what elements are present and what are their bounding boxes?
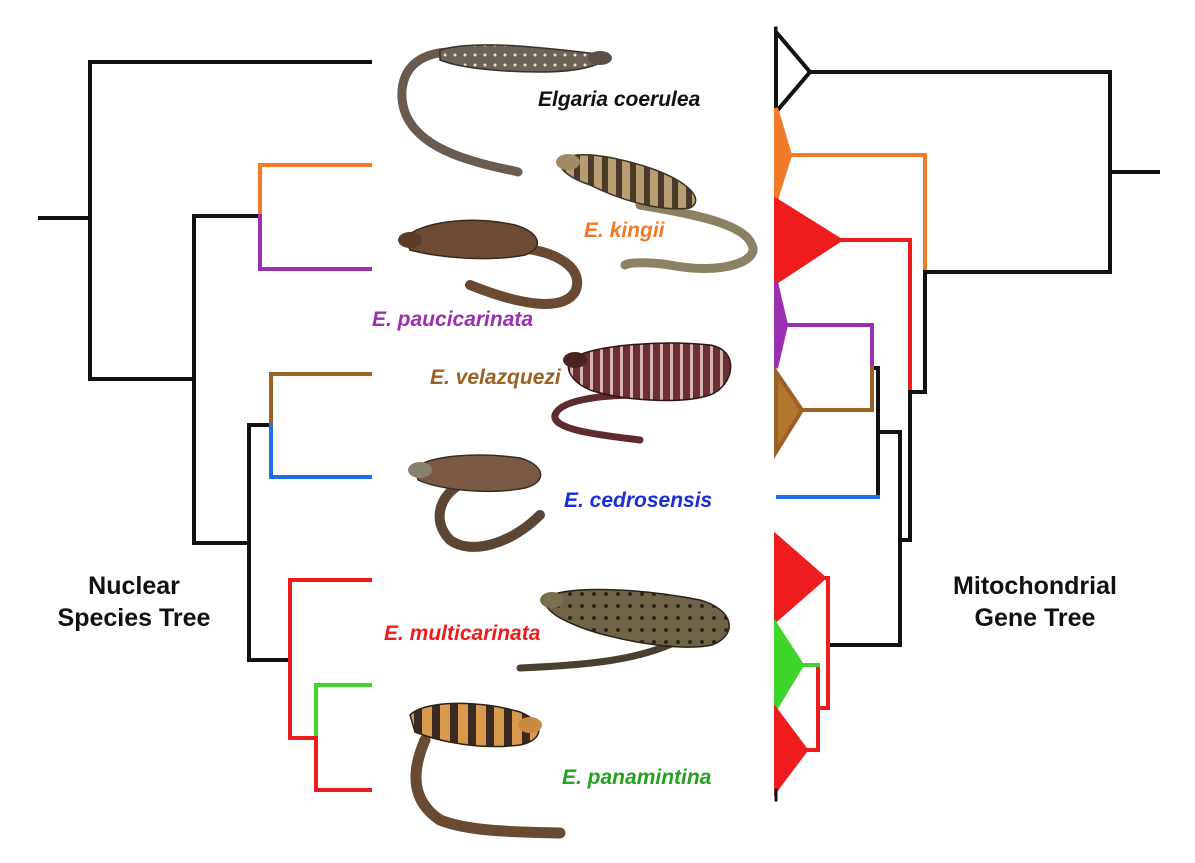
label-e-multicarinata: E. multicarinata (384, 622, 541, 645)
lizard-multicarinata-icon (516, 588, 730, 672)
label-e-cedrosensis: E. cedrosensis (564, 489, 713, 512)
clade-triangle-red-bottom (774, 704, 809, 796)
mitochondrial-gene-tree-title: Mitochondrial Gene Tree (935, 570, 1135, 634)
lizard-cedrosensis-icon (408, 454, 545, 552)
nuclear-title-line2: Species Tree (57, 604, 211, 632)
clade-triangle-kingii (774, 107, 793, 201)
mitochondrial-gene-tree (774, 26, 1160, 802)
mito-title-line1: Mitochondrial (953, 572, 1117, 600)
clade-triangle-red-lower (774, 531, 828, 625)
label-e-panamintina: E. panamintina (562, 766, 712, 789)
nuclear-title-line1: Nuclear (88, 572, 180, 600)
clade-triangle-coerulea (774, 26, 813, 118)
label-e-paucicarinata: E. paucicarinata (372, 308, 534, 331)
lizard-velazquezi-icon (551, 342, 732, 444)
clade-triangle-velazquezi (774, 365, 805, 460)
nuclear-species-tree-title: Nuclear Species Tree (44, 570, 224, 634)
clade-triangle-red-top (774, 196, 844, 286)
label-e-kingii: E. kingii (584, 219, 665, 242)
lizard-paucicarinata-icon (398, 219, 582, 309)
mito-title-line2: Gene Tree (974, 604, 1096, 632)
lizard-panamintina-icon (409, 702, 566, 839)
nuclear-species-tree (38, 60, 372, 792)
clade-triangle-panamintina (774, 618, 805, 716)
clade-triangle-paucicarinata (774, 281, 789, 369)
lizard-elgaria-coerulea-icon (397, 44, 612, 177)
label-elgaria-coerulea: Elgaria coerulea (538, 88, 701, 111)
lizard-kingii-icon (556, 154, 758, 273)
label-e-velazquezi: E. velazquezi (430, 366, 561, 389)
